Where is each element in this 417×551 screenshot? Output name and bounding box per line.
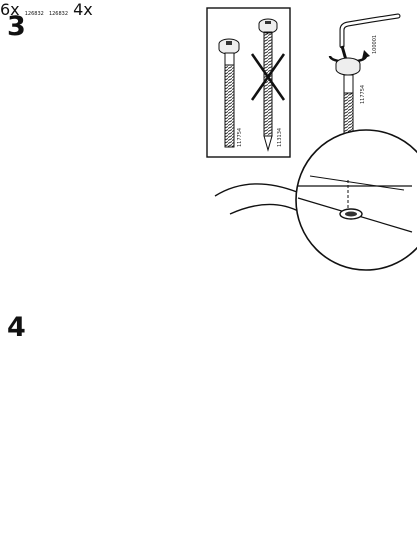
part-code-bolt-a: 117754 — [237, 128, 243, 147]
detail-callout-3 — [214, 129, 417, 271]
step-number-3: 3 — [7, 11, 26, 42]
part-code-bolt-b: 117754 — [360, 85, 366, 104]
callout-quantity-3: 6x — [0, 0, 20, 19]
part-code-hex-key: 100001 — [372, 35, 378, 54]
screw-crossed-out: 113134 — [250, 18, 286, 152]
bolt-correct: 117754 — [218, 38, 243, 148]
part-code-dowel-a: 126832 — [24, 11, 44, 17]
hex-key: 100001 — [339, 13, 401, 61]
parts-box — [206, 7, 291, 158]
part-code-dowel-b: 126832 — [48, 11, 69, 17]
callout-quantity-4: 4x — [73, 0, 93, 19]
dowel-lower: 126832 — [49, 0, 73, 19]
step-number-4: 4 — [7, 312, 26, 343]
detail-callout-4: 126832 126832 — [25, 0, 73, 19]
part-code-screw: 113134 — [277, 128, 283, 147]
dowel-upper: 126832 — [25, 0, 49, 19]
